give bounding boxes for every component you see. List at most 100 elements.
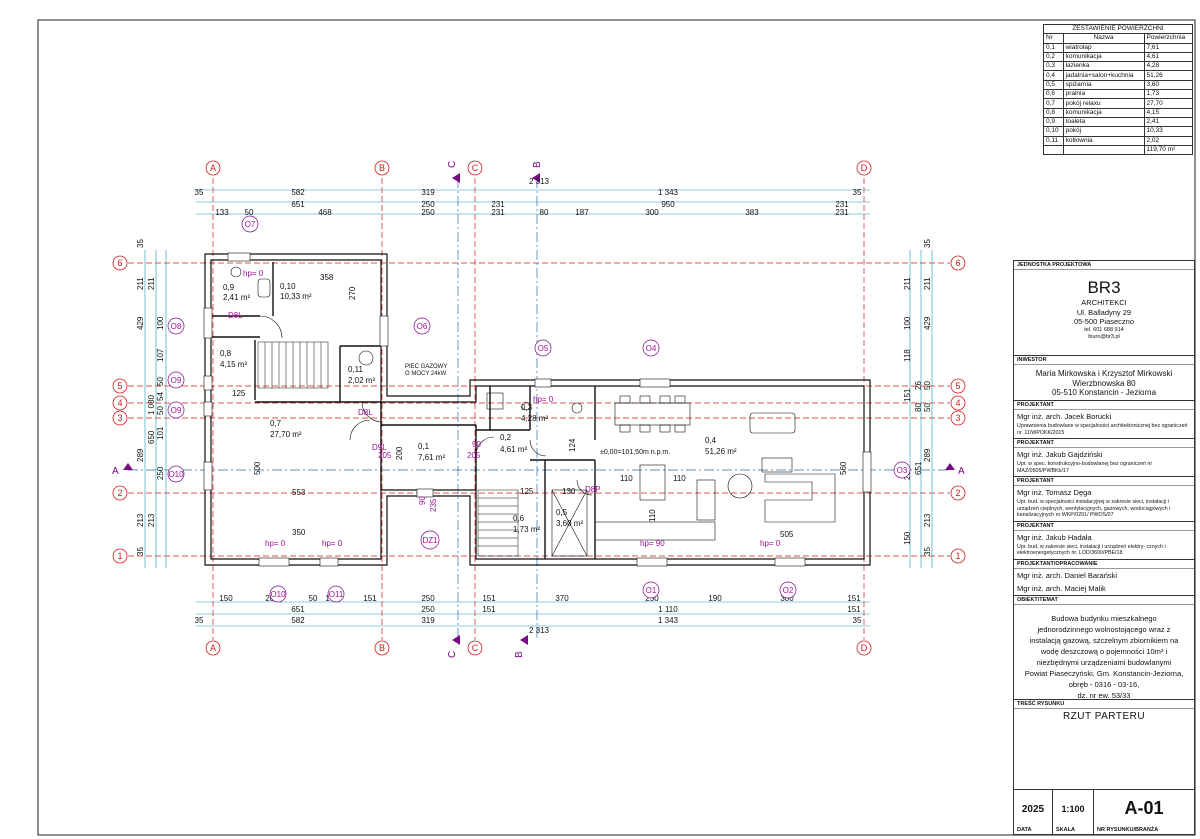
inner-dim-358: 358	[320, 273, 334, 282]
dim-top-total: 2 313	[529, 177, 550, 186]
axis-row-1-right: 1	[955, 551, 960, 561]
surface-cell-name: wiatrołap	[1062, 42, 1145, 53]
section-a-left: A	[112, 466, 119, 477]
unit-heading: JEDNOSTKA PROJEKTOWA	[1017, 262, 1092, 268]
dim-right-4: 118	[903, 349, 912, 362]
surface-cell-nr: 0,5	[1043, 79, 1064, 91]
inner-dim-350: 350	[292, 528, 306, 537]
dim-left2-1: 211	[147, 277, 156, 290]
axis-col-c-top: C	[472, 163, 479, 173]
tag-o9b: O9	[171, 406, 182, 415]
inner-dim-130: 130	[562, 487, 576, 496]
dim-top1-c: 319	[421, 188, 435, 197]
surface-cell-nr: 0,3	[1043, 61, 1064, 72]
dim-top3-a: 133	[215, 208, 229, 217]
surface-cell-name: łazienka	[1062, 61, 1145, 72]
surface-cell-area: 7,61	[1143, 42, 1194, 53]
room-03-area: 4,28 m²	[521, 414, 548, 423]
sheet-number: A-01	[1124, 798, 1164, 818]
section-c-bottom: C	[447, 651, 458, 658]
dim-top3-g: 187	[575, 208, 589, 217]
surface-cell-name: komunikacja	[1062, 51, 1145, 63]
axis-row-4-left: 4	[117, 398, 122, 408]
dim-bot1-a: 150	[219, 594, 233, 603]
scale-value: 1:100	[1061, 804, 1085, 814]
window-openings	[203, 252, 872, 567]
inner-dim-125: 125	[232, 389, 246, 398]
hp-label-6: hp= 90	[640, 539, 665, 548]
room-010-id: 0,10	[280, 282, 296, 291]
furniture	[230, 266, 836, 557]
firm-tel: tel. 601 688 914	[1084, 326, 1124, 333]
dim-left-8: 101	[156, 426, 165, 440]
dim-right-8: 213	[923, 513, 932, 527]
surface-cell-area: 27,70	[1143, 98, 1194, 109]
hp-label-1: hp= 0	[243, 269, 264, 278]
surface-cell-name: pokój relaxu	[1062, 98, 1145, 109]
inner-dim-110b: 110	[673, 474, 686, 483]
dim-right-9: 35	[923, 547, 932, 556]
section-a-right: A	[958, 466, 965, 477]
tag-o6: O6	[417, 322, 428, 331]
dim-bot3-c: 319	[421, 616, 435, 625]
dim-top3-i: 383	[745, 208, 759, 217]
surface-cell-area: 51,26	[1143, 70, 1194, 81]
axis-row-1-left: 1	[117, 551, 122, 561]
dim-bot3-a: 35	[195, 616, 204, 625]
surface-cell-area: 2,41	[1143, 116, 1194, 128]
tag-o3: O3	[897, 466, 908, 475]
surface-cell-name: pokój	[1062, 126, 1145, 137]
dim-left-9: 289	[136, 448, 145, 462]
room-04-id: 0,4	[705, 436, 717, 445]
dim-bot3-e: 35	[853, 616, 862, 625]
hp-label-3: hp= 0	[322, 539, 343, 548]
dim-right-3: 429	[923, 316, 932, 330]
room-06-id: 0,6	[513, 514, 525, 523]
axis-grid	[128, 178, 950, 640]
room-01-id: 0,1	[418, 442, 430, 451]
surface-cell-nr: 0,9	[1043, 116, 1064, 128]
surface-cell-nr: 0,4	[1043, 70, 1064, 81]
inner-walls	[211, 262, 596, 559]
dim-top2-a: 651	[291, 200, 305, 209]
firm-addr1: Ul. Balladyny 29	[1076, 307, 1132, 317]
dim-bot1-k: 300	[780, 594, 794, 603]
date-value: 2025	[1021, 804, 1045, 815]
inner-dim-124: 124	[568, 438, 577, 452]
tag-o10b: O10	[270, 590, 286, 599]
window-tags	[167, 215, 911, 603]
section-c-top: C	[447, 161, 458, 168]
content-heading: TREŚĆ RYSUNKU	[1014, 698, 1194, 708]
room-07-area: 27,70 m²	[270, 430, 302, 439]
dim-top2-b: 250	[421, 200, 435, 209]
room-02-id: 0,2	[500, 433, 512, 442]
inner-dim-200: 200	[395, 446, 404, 460]
firm-mail: biuro@br3.pl	[1088, 334, 1120, 340]
firm-sub: ARCHITEKCI	[1081, 298, 1127, 307]
room-010-area: 10,33 m²	[280, 292, 312, 301]
surface-cell-name: komunikacja	[1062, 107, 1145, 118]
axis-col-d-top: D	[861, 163, 868, 173]
dim-top3-b: 50	[245, 208, 254, 217]
dim-right-inner-2: 100	[903, 316, 912, 330]
dim-top2-c: 950	[661, 200, 675, 209]
designer-1-name: Mgr inż. arch. Jacek Borucki	[1014, 409, 1194, 423]
inner-dim-270: 270	[348, 286, 357, 300]
object-line: instalacją gazową, szczelnym zbiornikiem…	[1029, 635, 1179, 645]
room-05-id: 0,5	[556, 508, 568, 517]
axis-row-3-left: 3	[117, 413, 122, 423]
surface-cell-name: pralnia	[1062, 89, 1145, 100]
doors	[259, 315, 593, 496]
dim-bot3-b: 582	[291, 616, 305, 625]
dim-left-2: 211	[136, 277, 145, 290]
surface-cell-name: toaleta	[1062, 116, 1145, 128]
dim-top1-a: 35	[195, 188, 204, 197]
designer-1-note: Uprawnienia budowlane w specjalności arc…	[1017, 423, 1188, 436]
surface-cell-nr: 0,1	[1043, 42, 1064, 53]
